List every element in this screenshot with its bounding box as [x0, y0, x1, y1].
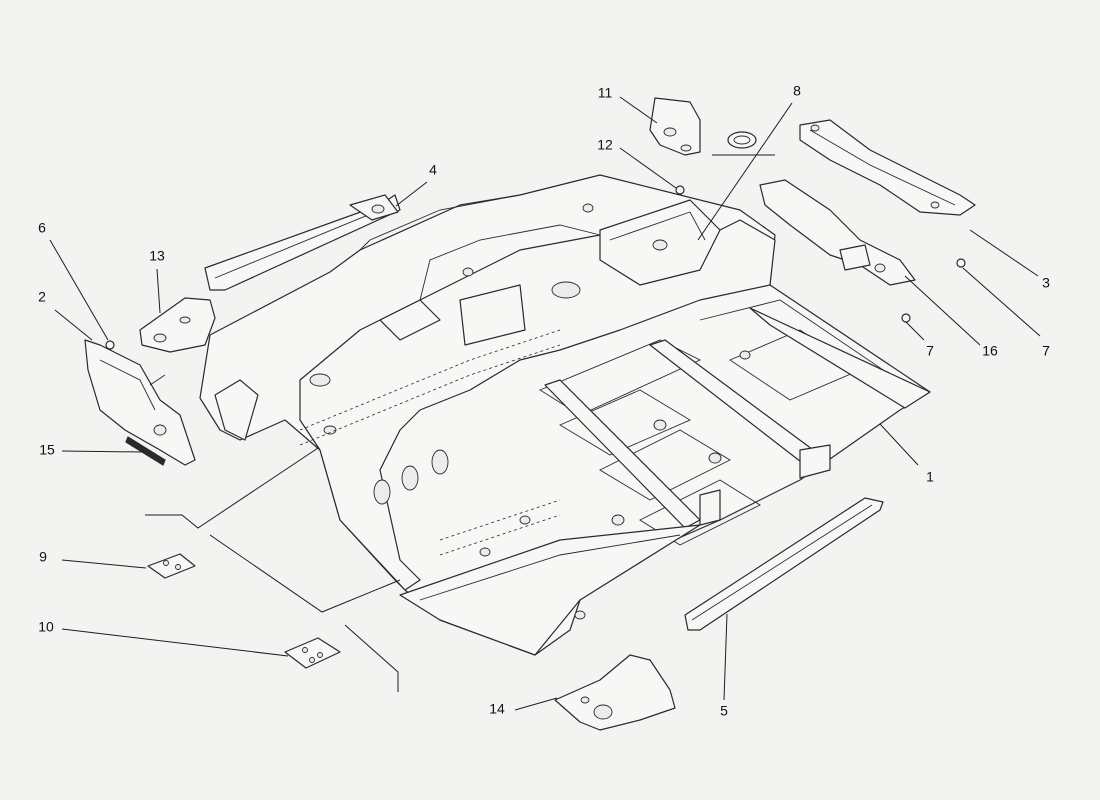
bolt-part-6: [105, 340, 115, 350]
callout-labels: 1 2 3 4 5 6 7 7 8 9 10 11 12 13 14 15 16: [38, 83, 1050, 719]
nut-part-12: [675, 185, 685, 195]
plate-part-10: [284, 637, 341, 669]
callout-11: 11: [598, 85, 613, 101]
callout-8: 8: [793, 83, 801, 99]
callout-7-right: 7: [1042, 343, 1050, 359]
callout-1: 1: [926, 469, 934, 485]
callout-16: 16: [982, 343, 998, 359]
callout-5: 5: [720, 703, 728, 719]
leader-lines: [49, 96, 1041, 711]
callout-4: 4: [429, 162, 437, 178]
grouping-lines: [145, 154, 775, 692]
callout-10: 10: [38, 619, 54, 635]
rail-part-4: [204, 194, 401, 291]
cross-member-part-16: [759, 179, 916, 286]
callout-14: 14: [489, 701, 505, 717]
grommet-part-8: [727, 131, 757, 149]
callout-3: 3: [1042, 275, 1050, 291]
rail-part-5: [684, 497, 884, 631]
callout-2: 2: [38, 289, 46, 305]
callout-9: 9: [39, 549, 47, 565]
strip-part-15: [125, 436, 166, 466]
callout-6: 6: [38, 220, 46, 236]
nut-part-7-right: [956, 258, 966, 268]
cross-member-part-3: [799, 119, 976, 216]
bracket-part-11: [649, 97, 701, 156]
side-assembly-part-2: [84, 339, 196, 466]
floor-pan-part-1: [199, 174, 931, 656]
callout-15: 15: [39, 442, 55, 458]
plate-part-9: [147, 553, 196, 579]
callout-7-left: 7: [926, 343, 934, 359]
callout-13: 13: [149, 248, 165, 264]
bracket-part-13: [139, 297, 216, 353]
bracket-part-14: [554, 654, 676, 731]
callout-12: 12: [597, 137, 613, 153]
nut-part-7-left: [901, 313, 911, 323]
